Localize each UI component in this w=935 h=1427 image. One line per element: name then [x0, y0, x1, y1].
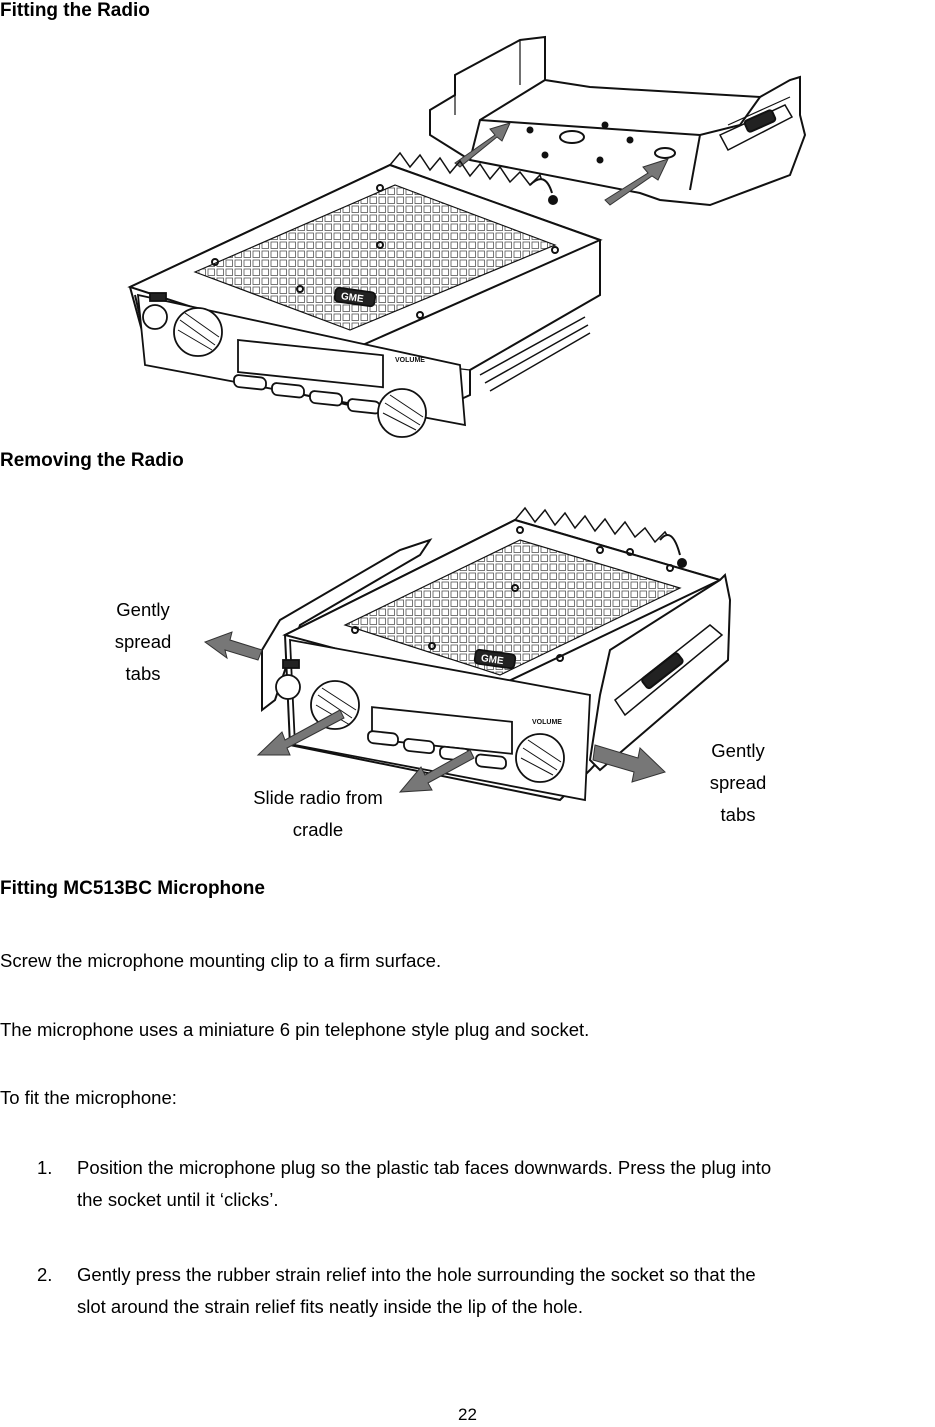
section-title-removing-radio: Removing the Radio — [0, 450, 184, 471]
step-line: Gently press the rubber strain relief in… — [77, 1264, 756, 1285]
mounting-cradle — [429, 35, 807, 207]
cradle-right-side — [588, 572, 732, 772]
label-line: cradle — [292, 819, 344, 840]
label-line: Slide radio from — [253, 787, 383, 808]
label-line: spread — [709, 772, 767, 793]
brand-logo-1: GME — [340, 291, 364, 305]
radio-front-panel-1: VOLUME GME — [136, 286, 466, 438]
channel-knob-1 — [173, 307, 223, 357]
label-line: spread — [114, 631, 172, 652]
step-line: slot around the strain relief fits neatl… — [77, 1296, 583, 1317]
step-number: 1. — [37, 1157, 53, 1178]
fitting-radio-illustration: VOLUME GME — [127, 35, 807, 438]
paragraph-to-fit: To fit the microphone: — [0, 1087, 177, 1108]
label-line: Gently — [116, 599, 170, 620]
paragraph-plug-and-socket: The microphone uses a miniature 6 pin te… — [0, 1019, 590, 1040]
removing-radio-illustration: VOLUME GME — [203, 506, 732, 802]
paragraph-mounting-clip: Screw the microphone mounting clip to a … — [0, 950, 442, 971]
step-text: Position the microphone plug so the plas… — [77, 1152, 935, 1216]
section-title-fitting-radio: Fitting the Radio — [0, 0, 150, 21]
volume-knob-1 — [377, 388, 427, 438]
step-number: 2. — [37, 1264, 53, 1285]
insert-arrow-right — [604, 158, 669, 206]
volume-caption-1: VOLUME — [395, 357, 425, 364]
label-gently-spread-tabs-left: Gently spread tabs — [93, 594, 193, 690]
slide-arrow-center — [398, 749, 475, 793]
step-text: Gently press the rubber strain relief in… — [77, 1259, 935, 1323]
label-line: tabs — [720, 804, 756, 825]
step-line: Position the microphone plug so the plas… — [77, 1157, 772, 1178]
spread-arrow-left — [203, 631, 263, 661]
label-slide-radio-from-cradle: Slide radio from cradle — [228, 782, 408, 846]
section-title-fitting-microphone: Fitting MC513BC Microphone — [0, 878, 265, 899]
step-line: the socket until it ‘clicks’. — [77, 1189, 279, 1210]
label-gently-spread-tabs-right: Gently spread tabs — [688, 735, 788, 831]
page-number: 22 — [458, 1405, 477, 1424]
label-line: Gently — [711, 740, 765, 761]
volume-caption-2: VOLUME — [532, 719, 562, 726]
spread-arrow-right — [592, 744, 666, 783]
slide-arrow-left — [256, 709, 345, 756]
insert-arrow-left — [454, 122, 511, 168]
label-line: tabs — [125, 663, 161, 684]
cradle-left-tab — [261, 538, 433, 713]
brand-logo-2: GME — [480, 653, 504, 667]
